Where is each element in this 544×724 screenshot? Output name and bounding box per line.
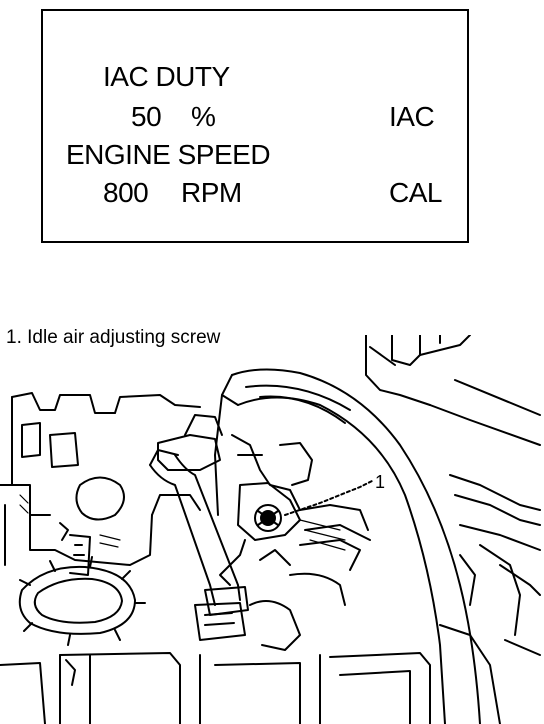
cal-mode-label: CAL <box>389 177 442 208</box>
callout-number: 1 <box>375 472 386 492</box>
scan-tool-display: IAC DUTY 50 % IAC ENGINE SPEED 800 RPM C… <box>41 9 469 243</box>
iac-duty-value: 50 <box>131 101 162 132</box>
engine-block-left <box>0 392 201 576</box>
vacuum-hose <box>149 449 249 616</box>
upper-housing <box>365 335 541 446</box>
engine-speed-value: 800 <box>103 177 149 208</box>
engine-bay-illustration <box>0 335 541 724</box>
engine-speed-label: ENGINE SPEED <box>66 139 271 170</box>
lower-components <box>0 539 431 724</box>
iac-duty-unit: % <box>191 101 216 132</box>
iac-duty-label: IAC DUTY <box>103 61 230 92</box>
iac-mode-label: IAC <box>389 101 435 132</box>
right-components <box>439 474 541 724</box>
figure-caption: 1. Idle air adjusting screw <box>6 327 221 348</box>
oil-filler-cap <box>18 556 146 646</box>
intake-duct <box>214 368 481 724</box>
callout-leader-line <box>284 480 373 516</box>
idle-air-adjusting-screw <box>254 504 282 532</box>
shading-hatch <box>19 494 346 551</box>
engine-speed-unit: RPM <box>181 177 242 208</box>
throttle-body <box>157 414 371 586</box>
